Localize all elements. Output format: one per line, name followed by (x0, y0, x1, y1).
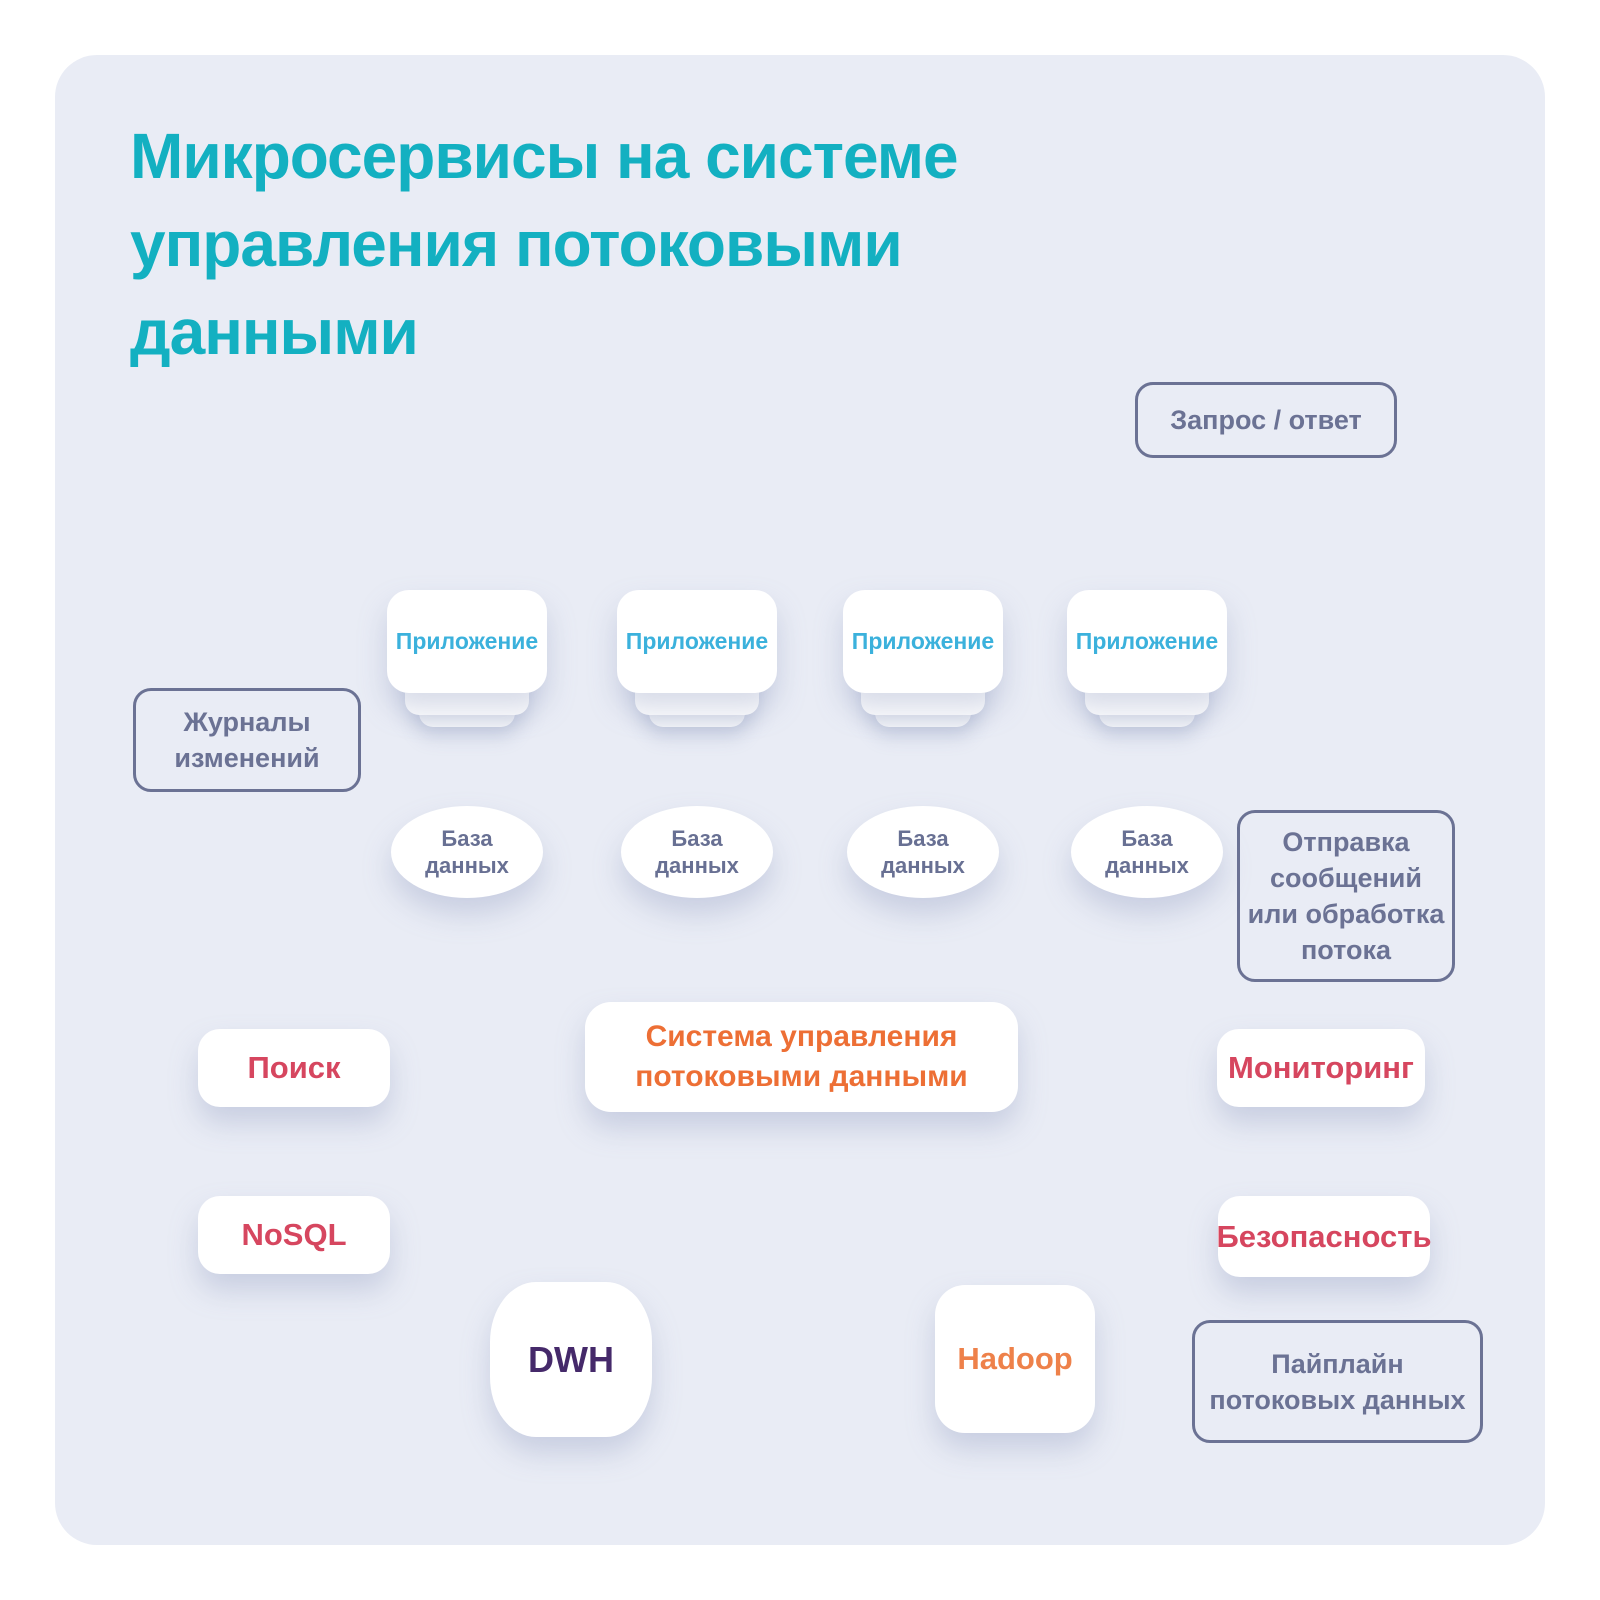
annotation-pipeline: Пайплайн потоковых данных (1192, 1320, 1483, 1443)
page-title: Микросервисы на системе управления поток… (130, 112, 1230, 376)
diagram-card (55, 55, 1545, 1545)
annotation-label: Отправка (1282, 827, 1410, 857)
node-search: Поиск (198, 1029, 390, 1107)
database-label: База (671, 826, 723, 851)
application-label: Приложение (625, 628, 769, 654)
database-label: данных (1105, 853, 1189, 878)
database-label: данных (881, 853, 965, 878)
annotation-request-response: Запрос / ответ (1135, 382, 1397, 458)
node-application-1: Приложение (387, 590, 547, 693)
monitoring-label: Мониторинг (1228, 1050, 1414, 1085)
database-label: данных (655, 853, 739, 878)
title-line: данными (130, 296, 419, 368)
application-label: Приложение (1075, 628, 1219, 654)
title-line: Микросервисы на системе (130, 120, 959, 192)
hadoop-label: Hadoop (957, 1341, 1073, 1376)
database-label: База (1121, 826, 1173, 851)
node-database-1: База данных (391, 806, 543, 898)
node-dwh: DWH (490, 1282, 652, 1437)
annotation-label: сообщений (1270, 863, 1422, 893)
node-database-2: База данных (621, 806, 773, 898)
annotation-label: Пайплайн (1271, 1348, 1404, 1379)
annotation-label: потока (1300, 935, 1392, 965)
dwh-label: DWH (528, 1338, 614, 1380)
node-application-2: Приложение (617, 590, 777, 693)
node-nosql: NoSQL (198, 1196, 390, 1274)
annotation-label: изменений (174, 743, 320, 773)
node-application-4: Приложение (1067, 590, 1227, 693)
node-security: Безопасность (1216, 1196, 1432, 1277)
annotation-messaging: Отправка сообщений или обработка потока (1237, 810, 1455, 982)
node-database-4: База данных (1071, 806, 1223, 898)
system-label: потоковыми данными (635, 1060, 968, 1093)
application-label: Приложение (851, 628, 995, 654)
search-label: Поиск (247, 1050, 341, 1085)
annotation-label: Запрос / ответ (1170, 405, 1362, 435)
annotation-label: потоковых данных (1209, 1384, 1466, 1415)
annotation-change-logs: Журналы изменений (133, 688, 361, 792)
database-label: данных (425, 853, 509, 878)
nosql-label: NoSQL (241, 1217, 347, 1252)
title-line: управления потоковыми (130, 208, 903, 280)
security-label: Безопасность (1216, 1218, 1432, 1254)
node-streaming-system: Система управления потоковыми данными (585, 1002, 1018, 1112)
annotation-label: Журналы (183, 707, 311, 737)
node-hadoop: Hadoop (935, 1285, 1095, 1433)
system-label: Система управления (645, 1020, 958, 1053)
database-label: База (441, 826, 493, 851)
node-monitoring: Мониторинг (1217, 1029, 1425, 1107)
annotation-label: или обработка (1247, 899, 1445, 929)
node-database-3: База данных (847, 806, 999, 898)
application-label: Приложение (395, 628, 539, 654)
node-application-3: Приложение (843, 590, 1003, 693)
database-label: База (897, 826, 949, 851)
